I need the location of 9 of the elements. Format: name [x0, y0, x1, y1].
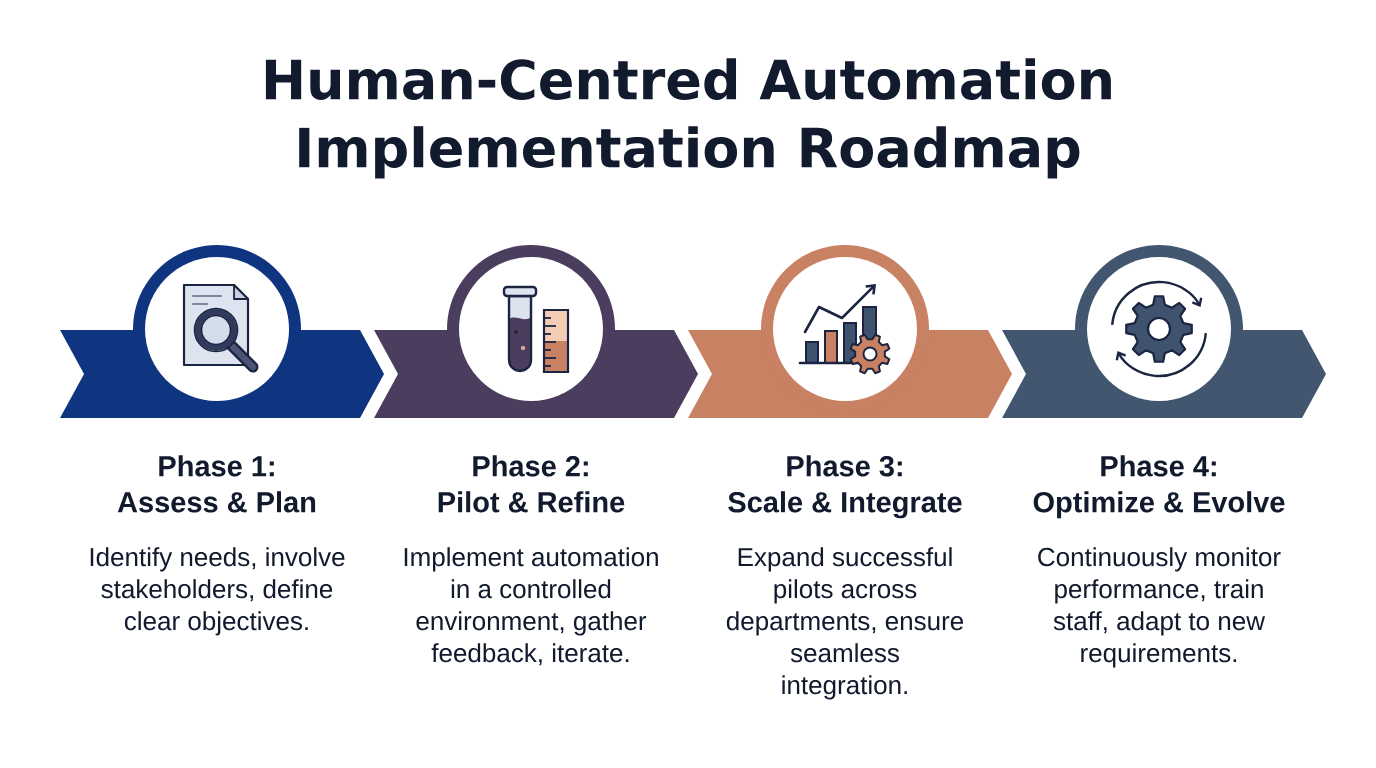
- title: Human-Centred Automation Implementation Roadmap: [265, 58, 1111, 179]
- phase-description: Continuously monitor performance, train staff, adapt to new requirements.: [1038, 547, 1281, 668]
- phase-description: Implement automation in a controlled environment, gather feedback, iterate.: [404, 547, 658, 666]
- phase-heading: Phase 3: Scale & Integrate: [728, 455, 962, 519]
- phase-description: Identify needs, involve stakeholders, define clear objectives.: [90, 547, 345, 636]
- phase-heading: Phase 1: Assess & Plan: [117, 455, 316, 513]
- phase-heading: Phase 4: Optimize & Evolve: [1033, 455, 1285, 519]
- phase-description: Expand successful pilots across departments, ensure seamless integration.: [726, 547, 964, 700]
- phase-heading: Phase 2: Pilot & Refine: [438, 455, 625, 513]
